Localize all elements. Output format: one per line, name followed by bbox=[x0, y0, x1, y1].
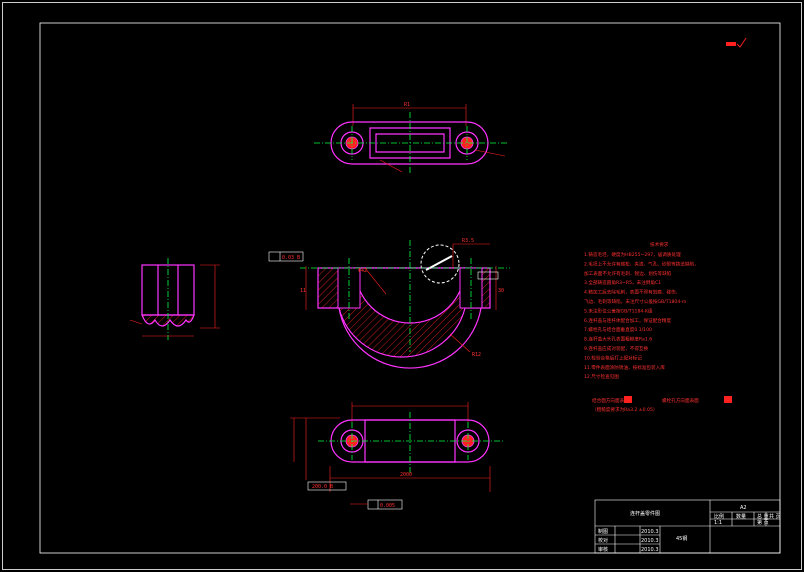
tech-note-line: 9.连杆盖应成对装配，不得互换 bbox=[584, 345, 649, 352]
title-block bbox=[594, 499, 781, 554]
tech-note-line: 7.螺栓孔与结合面垂直度0.1/100 bbox=[584, 326, 652, 333]
tech-note-line: 飞边、毛刺等缺陷，未注尺寸公差按GB/T1804-m bbox=[584, 298, 687, 305]
tech-note-line: 加工表面不允许有毛刺、锐边、划伤等缺陷 bbox=[584, 270, 672, 277]
title-sheet-size: A2 bbox=[740, 505, 747, 511]
tech-note-line: 8.连杆盖大头孔表面粗糙度Ra1.6 bbox=[584, 336, 652, 343]
tech-notes-box-1 bbox=[624, 396, 632, 403]
title-role-2: 审核 bbox=[598, 546, 608, 553]
bottom-tolerance-frame: 0.005 bbox=[380, 503, 395, 509]
title-date-1: 2010.3 bbox=[641, 538, 659, 544]
title-weight-header: 总 重 bbox=[757, 513, 769, 520]
front-dim-4: R12 bbox=[472, 352, 481, 358]
title-sheet-header: 共 页 bbox=[769, 513, 781, 520]
title-scale-header: 比例 bbox=[714, 513, 724, 520]
title-qty-header: 数量 bbox=[736, 513, 746, 520]
tech-note-line: 4.精加工后去除毛刺，表面不得有划痕、碰伤、 bbox=[584, 289, 680, 296]
bottom-dim-1: 2000 bbox=[400, 472, 412, 478]
bottom-dim-0: 200.0 B bbox=[312, 484, 333, 490]
technical-notes: 技术要求 1.铸造毛坯，硬度为HB255~297，居调质处理 2.毛坯上不允许有缩… bbox=[584, 241, 732, 413]
title-role-1: 校对 bbox=[598, 537, 608, 544]
tech-notes-sub-line: （粗糙度要求为Ra3.2 ±0.05） bbox=[592, 406, 658, 413]
tech-note-line: 1.铸造毛坯，硬度为HB255~297，居调质处理 bbox=[584, 251, 681, 258]
title-role-0: 制图 bbox=[598, 528, 608, 535]
title-scale-value: 1:1 bbox=[714, 520, 722, 526]
title-date-0: 2010.3 bbox=[641, 529, 659, 535]
tech-note-line: 3.全部铸造圆角R3~R5，未注倒角C1 bbox=[584, 279, 661, 286]
tech-notes-box-2 bbox=[724, 396, 732, 403]
tech-note-line: 5.未注形位公差按GB/T1184-K级 bbox=[584, 307, 653, 314]
title-part-name: 连杆盖零件图 bbox=[630, 510, 660, 517]
top-view-dim: R1 bbox=[404, 102, 410, 108]
front-dim-3: 30 bbox=[498, 288, 504, 294]
front-view: 0.03 B Φ42 R3.5 11 30 R12 bbox=[268, 238, 510, 369]
tech-note-line: 2.毛坯上不允许有缩松、夹渣、气孔、砂眼等铸造缺陷， bbox=[584, 260, 699, 267]
title-material: 45钢 bbox=[676, 535, 687, 542]
inner-border bbox=[39, 22, 781, 554]
front-tolerance-frame: 0.03 B bbox=[282, 255, 300, 261]
tech-note-line: 11.零件表面涂防锈油，按标准包装入库 bbox=[584, 364, 665, 371]
front-dim-1: R3.5 bbox=[462, 238, 474, 244]
tech-notes-box-line-1: 结合面方向面表面 bbox=[592, 397, 629, 404]
front-dim-0: Φ42 bbox=[358, 268, 367, 274]
title-date-2: 2010.3 bbox=[641, 547, 659, 553]
title-page-label: 第 页 bbox=[757, 519, 769, 526]
tech-note-line: 10.检验合格后打上配对标记 bbox=[584, 354, 642, 361]
tech-notes-title: 技术要求 bbox=[650, 241, 669, 248]
tech-notes-box-line-2: 螺栓孔方向面表面 bbox=[662, 397, 699, 404]
tech-note-line: 6.连杆盖与连杆体配合加工，保证配合精度 bbox=[584, 317, 671, 324]
roughness-mark bbox=[726, 37, 747, 48]
bottom-view: 200.0 B 2000 0.005 bbox=[290, 402, 505, 510]
tech-note-line: 12.尺寸检查见图 bbox=[584, 373, 619, 380]
side-view bbox=[129, 258, 220, 340]
front-dim-2: 11 bbox=[300, 288, 306, 294]
top-view: R1 bbox=[314, 102, 508, 174]
